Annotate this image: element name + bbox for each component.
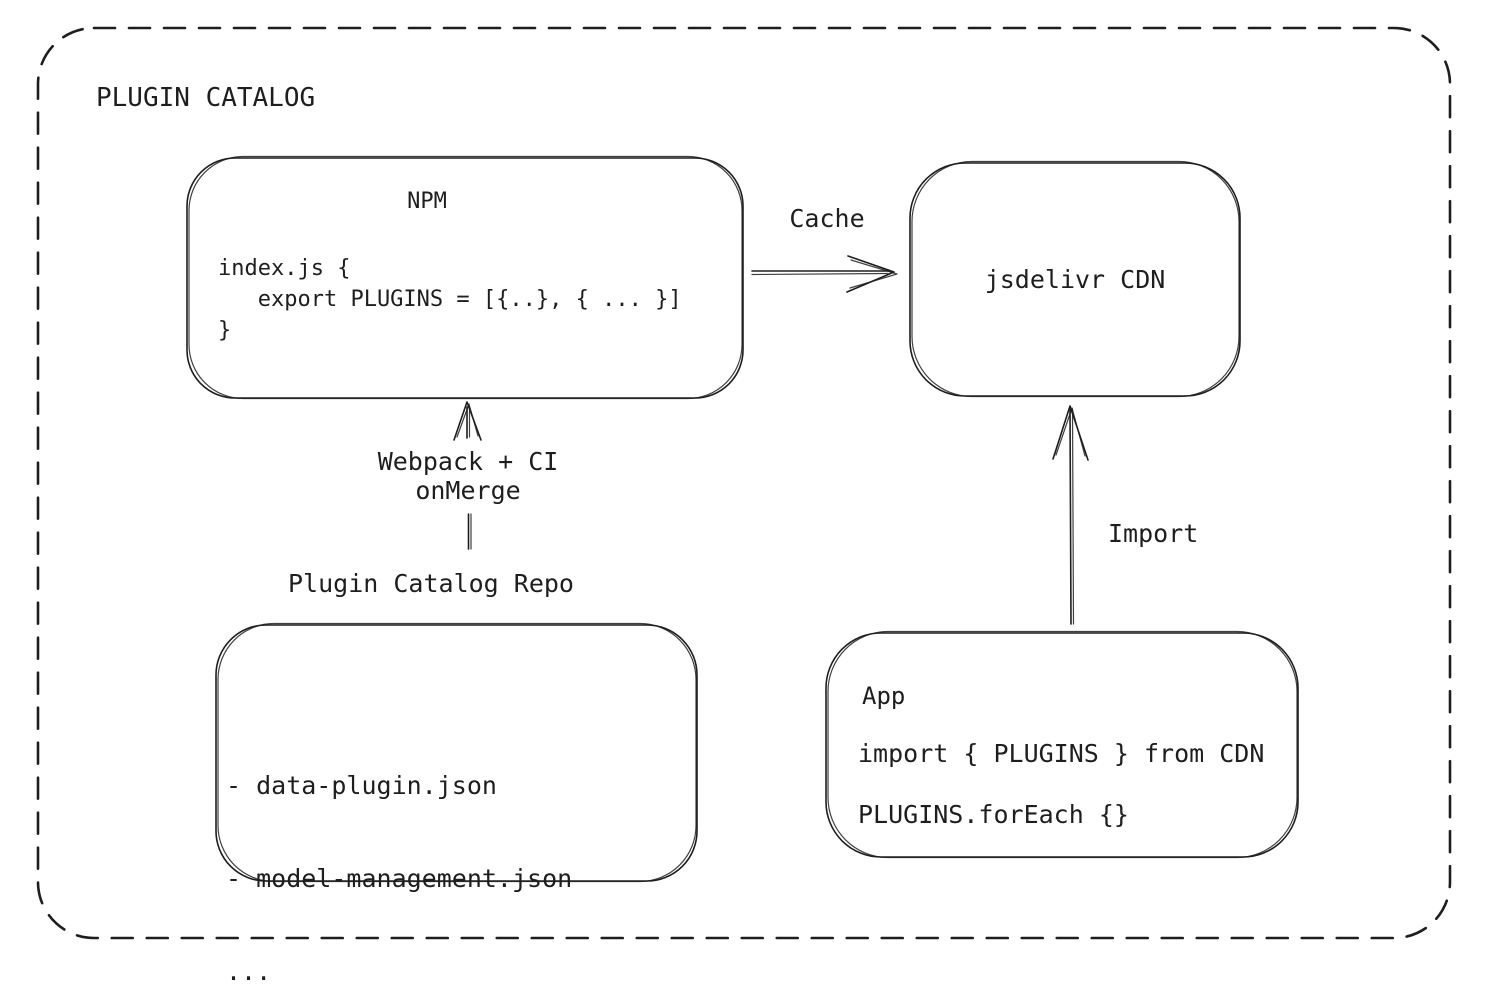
app-import-line: import { PLUGINS } from CDN [858, 739, 1265, 768]
cdn-box-label: jsdelivr CDN [984, 265, 1166, 294]
repo-file-item: - data-plugin.json [226, 771, 497, 800]
cache-arrow [751, 255, 898, 293]
npm-box-code: index.js { export PLUGINS = [{..}, { ...… [218, 256, 682, 343]
catalog-frame-outline [36, 26, 1452, 940]
repo-file-item: ... [226, 957, 272, 986]
repo-file-list: - data-plugin.json - model-management.js… [226, 708, 572, 1002]
import-arrow [1052, 405, 1089, 625]
npm-box-title: NPM [407, 189, 447, 214]
build-arrow [453, 401, 482, 550]
app-box-outline [825, 630, 1299, 859]
frame-title: PLUGIN CATALOG [96, 83, 316, 113]
cdn-box-outline [909, 160, 1241, 398]
npm-box-outline [186, 155, 744, 400]
app-foreach-line: PLUGINS.forEach {} [858, 800, 1129, 829]
app-box-title: App [862, 682, 906, 710]
repo-file-item: - model-management.json [226, 864, 573, 893]
repo-box-outline [215, 622, 698, 883]
build-arrow-label: Webpack + CI onMerge [377, 447, 559, 505]
import-arrow-label: Import [1108, 519, 1199, 548]
repo-box-title: Plugin Catalog Repo [288, 569, 574, 598]
cache-arrow-label: Cache [789, 204, 865, 233]
